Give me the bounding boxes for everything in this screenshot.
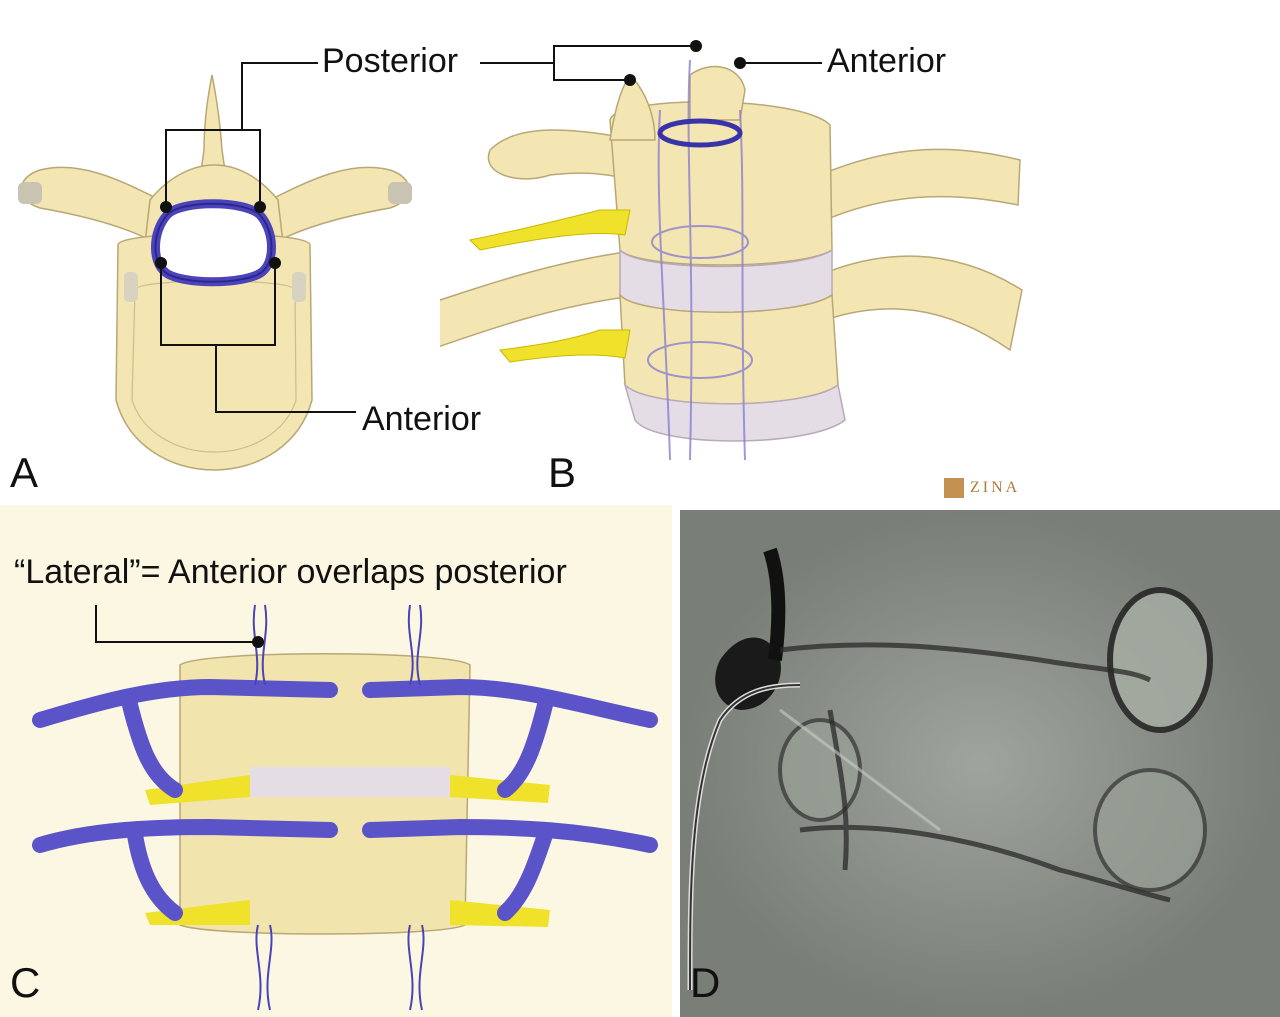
anterior-leader — [215, 345, 356, 413]
b-dot-2 — [624, 74, 636, 86]
right-transverse-process — [269, 166, 410, 242]
posterior-dot-right — [254, 201, 266, 213]
pedicle-ring-right — [1107, 587, 1213, 733]
posterior-leader-b — [480, 45, 696, 64]
panel-d-letter: D — [690, 959, 721, 1006]
anterior-bracket — [160, 263, 276, 346]
anterior-dot-right — [269, 257, 281, 269]
panel-b-oblique-spine — [440, 0, 1280, 510]
left-transverse-process — [20, 166, 161, 242]
panel-c-lateral-label: “Lateral”= Anterior overlaps posterior — [14, 553, 567, 591]
panel-c-letter: C — [10, 959, 41, 1006]
panel-a-anterior-label: Anterior — [362, 400, 482, 438]
pedicle-ring-left — [778, 718, 862, 822]
transverse-process-left — [487, 129, 646, 187]
contrast-pool — [715, 637, 781, 710]
guidewire — [779, 708, 941, 832]
panel-a-axial-vertebra — [0, 0, 520, 510]
rib-lower-left — [440, 249, 641, 348]
pedicle-ring-lower-right — [1093, 768, 1207, 892]
intervertebral-disc — [250, 767, 450, 797]
epidural-venous-ring — [151, 199, 276, 287]
panel-b-anterior-label: Anterior — [827, 42, 947, 80]
left-process-tip — [18, 182, 42, 204]
posterior-dot-left — [160, 201, 172, 213]
panel-a-letter: A — [10, 449, 39, 496]
lateral-dot — [252, 636, 264, 648]
intervertebral-disc-lower — [623, 382, 846, 442]
panel-c-lateral-view — [0, 505, 672, 1017]
posterior-bracket — [165, 129, 261, 207]
catheter-outline — [689, 684, 801, 991]
lateral-leader — [95, 605, 256, 643]
panel-a-illustration — [18, 62, 412, 471]
b-dot-1 — [690, 40, 702, 52]
rib-lower-right — [819, 255, 1023, 352]
internal-venous-plexus — [647, 59, 753, 461]
panel-a-posterior-label: Posterior — [322, 42, 459, 80]
anterior-dot-left — [155, 257, 167, 269]
nerve-upper-left — [145, 775, 250, 805]
posterior-leader-b-lower — [553, 63, 630, 81]
segmental-veins — [32, 678, 658, 921]
right-process-tip — [388, 182, 412, 204]
posterior-leader — [241, 62, 318, 130]
opacified-veins — [779, 642, 1171, 903]
facet-top — [689, 65, 746, 121]
panel-b-illustration — [440, 40, 1023, 461]
vertical-venous-plexus — [252, 604, 425, 1011]
nerve-root-lower — [499, 329, 631, 363]
watermark-text: ZINA — [970, 479, 1021, 496]
panel-b-letter: B — [548, 449, 577, 496]
left-facet — [124, 272, 138, 302]
panel-d-angiogram — [680, 510, 1280, 1017]
zina-logo-icon — [944, 478, 964, 498]
right-facet — [292, 272, 306, 302]
nerve-root-upper — [468, 209, 631, 251]
b-dot-3 — [734, 57, 746, 69]
venous-ring-top — [657, 118, 743, 148]
rib-upper-right — [819, 148, 1021, 222]
panel-c-illustration — [32, 604, 658, 1011]
contrast-vessel — [763, 547, 786, 661]
angiogram-image — [680, 510, 1280, 1017]
